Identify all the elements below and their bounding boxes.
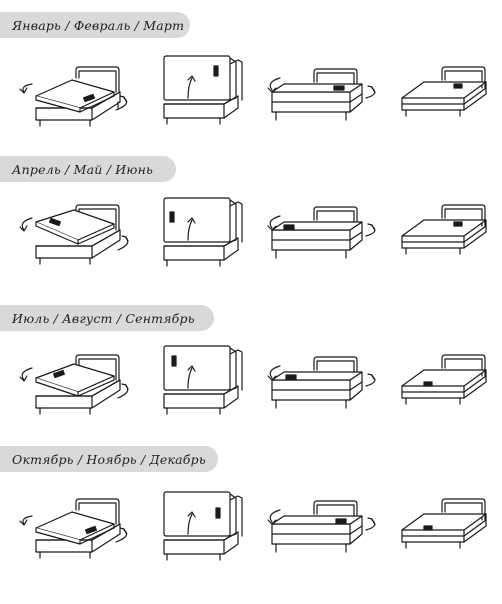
row-banner-label: Январь / Февраль / Март — [12, 17, 185, 33]
row-banner: Апрель / Май / Июнь — [0, 156, 176, 182]
rotate-step-illustration — [267, 500, 376, 553]
rotate-arrows-icon — [267, 509, 376, 531]
rotate-arrows-icon — [267, 215, 376, 237]
rotate-step-illustration — [267, 68, 376, 121]
flip-up-arrow-icon — [187, 365, 196, 389]
rotate-step-illustration — [267, 356, 376, 409]
bed-illustration — [401, 354, 487, 405]
bed-illustration — [401, 204, 487, 255]
row-banner: Октябрь / Ноябрь / Декабрь — [0, 446, 218, 472]
flip-up-arrow-icon — [187, 75, 196, 99]
flip-up-arrow-icon — [187, 511, 196, 535]
rotate-arrows-icon — [19, 83, 128, 111]
row-banner-label: Июль / Август / Сентябрь — [12, 310, 195, 326]
rotate-step-illustration — [19, 204, 129, 265]
bed-illustration — [401, 498, 487, 549]
flip-step-illustration — [163, 197, 243, 267]
rotate-arrows-icon — [19, 217, 129, 251]
rotate-step-illustration — [267, 206, 376, 259]
bed-illustration — [401, 66, 487, 117]
rotate-step-illustration — [19, 498, 128, 559]
rotate-arrows-icon — [19, 515, 128, 543]
rotate-step-illustration — [19, 66, 128, 127]
flip-step-illustration — [163, 55, 243, 125]
row-banner: Январь / Февраль / Март — [0, 12, 190, 38]
flip-step-illustration — [163, 491, 243, 561]
flip-step-illustration — [163, 345, 243, 415]
rotate-arrows-icon — [19, 367, 129, 399]
row-banner-label: Октябрь / Ноябрь / Декабрь — [12, 451, 206, 467]
rotate-step-illustration — [19, 354, 129, 415]
rotate-arrows-icon — [267, 77, 376, 99]
rotate-arrows-icon — [267, 365, 376, 387]
flip-up-arrow-icon — [187, 217, 196, 241]
row-banner-label: Апрель / Май / Июнь — [12, 161, 154, 177]
row-banner: Июль / Август / Сентябрь — [0, 305, 214, 331]
